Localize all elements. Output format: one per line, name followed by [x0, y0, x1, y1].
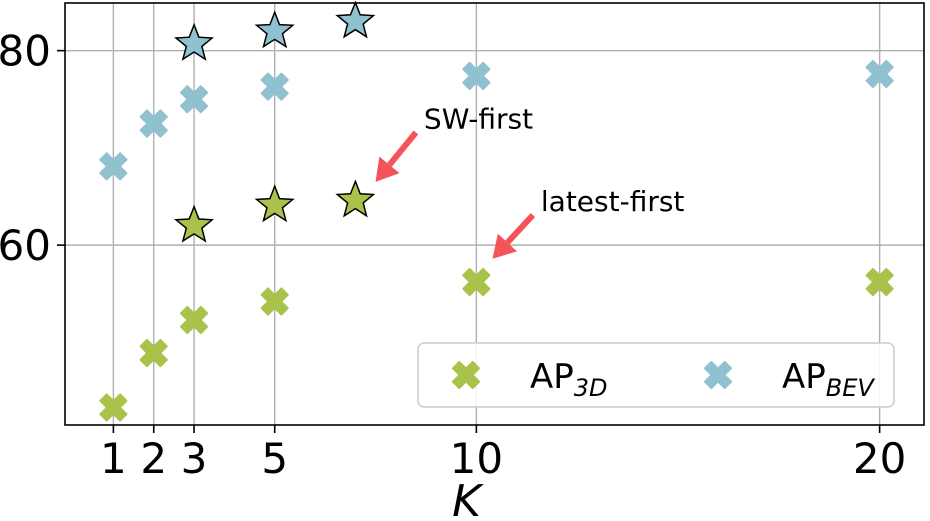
x-tick-label: 2 [140, 434, 167, 483]
point-apbev [260, 72, 289, 101]
annotation-arrow-head [492, 233, 517, 259]
point-apbev [99, 152, 128, 181]
x-tick-label: 3 [181, 434, 208, 483]
x-axis-label: K [452, 476, 484, 521]
point-ap3d [99, 393, 128, 422]
point-apbev [179, 85, 209, 114]
plot-frame [64, 2, 925, 426]
legend-marker-ap3d [451, 360, 481, 390]
annotation-0: SW-first [375, 102, 533, 182]
point-apbev [462, 61, 491, 91]
x-tick-label: 5 [261, 434, 288, 483]
annotation-label: latest-first [541, 185, 685, 218]
star-point-ap3d [335, 179, 376, 218]
annotation-arrow-shaft [505, 213, 536, 245]
legend-label-ap3d: AP3D [530, 357, 608, 402]
series-ap3d [99, 267, 894, 422]
point-ap3d [139, 338, 168, 368]
x-tick-label: 20 [853, 434, 906, 483]
star-point-apbev [335, 0, 376, 39]
star-point-apbev [174, 22, 215, 61]
star-points-ap3d [174, 179, 376, 243]
x-tick-label: 1 [100, 434, 127, 483]
star-points-apbev [174, 0, 376, 61]
point-apbev [865, 59, 894, 89]
point-ap3d [462, 267, 491, 297]
legend-label-apbev: APBEV [782, 357, 875, 402]
star-point-ap3d [174, 204, 215, 243]
series-apbev [99, 59, 894, 181]
legend: AP3D APBEV [417, 342, 895, 408]
point-ap3d [260, 287, 289, 316]
annotation-arrow-shaft [387, 130, 419, 167]
annotation-1: latest-first [492, 185, 684, 259]
point-ap3d [865, 267, 894, 297]
point-apbev [139, 109, 168, 138]
legend-box [417, 342, 895, 408]
point-ap3d [179, 305, 209, 335]
star-point-ap3d [254, 184, 295, 223]
legend-marker-apbev [703, 360, 733, 390]
annotation-label: SW-first [424, 102, 533, 135]
y-tick-label: 60 [0, 221, 51, 270]
star-point-apbev [254, 10, 295, 49]
y-tick-label: 80 [0, 27, 51, 76]
annotation-arrow-head [375, 156, 400, 182]
x-tick-label: 10 [450, 434, 503, 483]
